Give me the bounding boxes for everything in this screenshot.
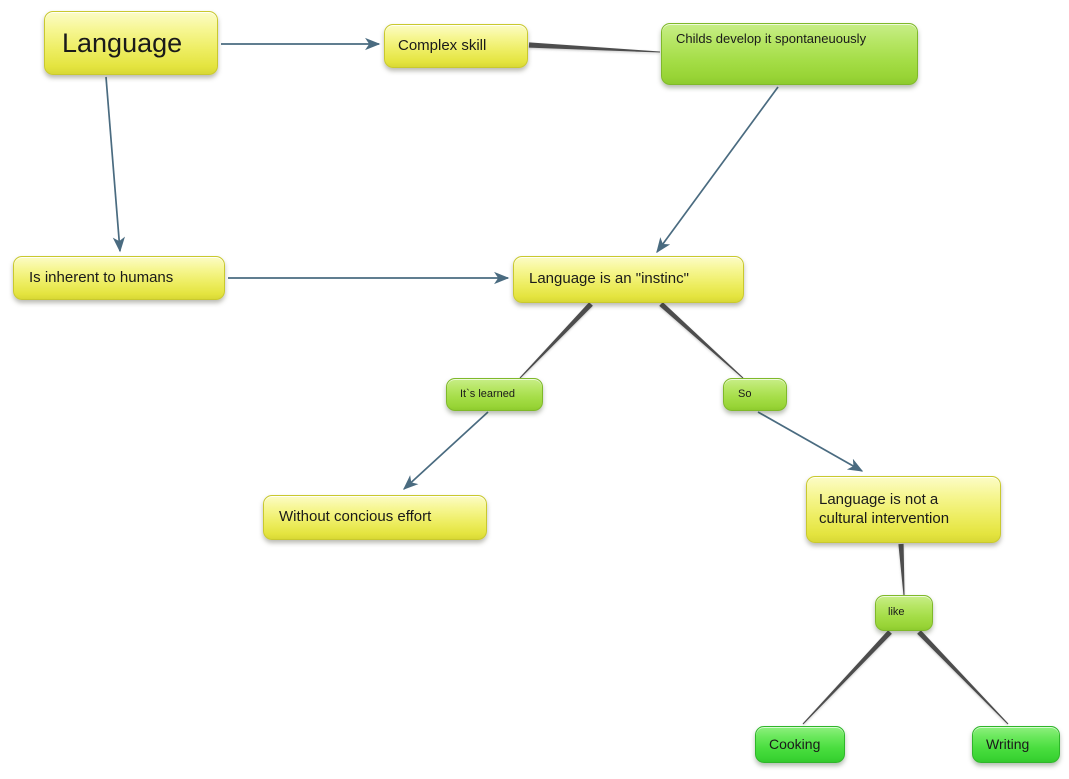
node-label-so: So — [738, 387, 752, 400]
edge-e-like-cooking — [802, 630, 892, 725]
node-label-writing: Writing — [986, 735, 1030, 752]
node-label-language: Language — [62, 27, 183, 58]
node-cooking[interactable]: Cooking — [755, 726, 845, 763]
node-label-childs-develop: Childs develop it spontaneuously — [676, 31, 867, 46]
node-label-cooking: Cooking — [769, 735, 821, 752]
node-its-learned[interactable]: It`s learned — [446, 378, 543, 411]
edge-e-notcultural-like — [898, 543, 905, 596]
edge-e-complex-childs — [528, 42, 661, 53]
edge-e-learned-effort — [402, 411, 489, 490]
node-childs-develop[interactable]: Childs develop it spontaneuously — [661, 23, 918, 85]
node-language[interactable]: Language — [44, 11, 218, 75]
node-label-is-inherent: Is inherent to humans — [29, 268, 174, 286]
node-is-inherent[interactable]: Is inherent to humans — [13, 256, 225, 300]
node-without-concious-effort[interactable]: Without concious effort — [263, 495, 487, 540]
node-label-language-instinc: Language is an "instinc" — [529, 270, 689, 288]
node-label-complex-skill: Complex skill — [398, 36, 487, 54]
edge-e-so-notcultural — [757, 411, 864, 472]
node-language-instinc[interactable]: Language is an "instinc" — [513, 256, 744, 303]
node-label-not-cultural: Language is not a cultural intervention — [819, 491, 950, 527]
node-label-like: like — [888, 606, 905, 619]
node-label-without-concious-effort: Without concious effort — [279, 508, 432, 526]
edge-e-like-writing — [917, 630, 1009, 725]
edge-e-instinc-learned — [519, 302, 593, 379]
node-label-its-learned: It`s learned — [460, 387, 516, 400]
edge-e-instinc-so — [659, 302, 744, 379]
node-writing[interactable]: Writing — [972, 726, 1060, 763]
node-not-cultural[interactable]: Language is not a cultural intervention — [806, 476, 1001, 543]
node-complex-skill[interactable]: Complex skill — [384, 24, 528, 68]
edge-e-language-inherent — [105, 76, 125, 253]
node-so[interactable]: So — [723, 378, 787, 411]
node-like[interactable]: like — [875, 595, 933, 631]
edge-e-childs-instinc — [656, 86, 779, 254]
